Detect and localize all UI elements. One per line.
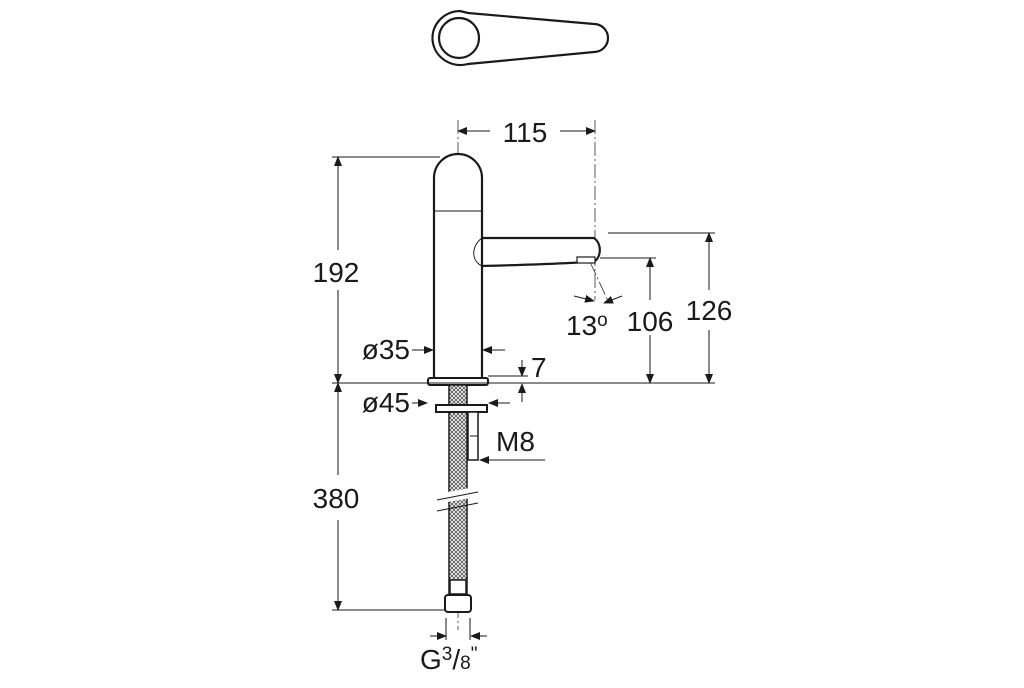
supply-hose: [435, 384, 488, 613]
dim-hose-connection: G3/8": [420, 644, 477, 675]
dim-outlet-height: 106: [627, 306, 674, 337]
dim-body-diameter: ø35: [362, 334, 410, 365]
dim-body-height: 192: [313, 257, 360, 288]
dim-spout-top-height: 126: [686, 295, 733, 326]
dim-outlet-angle: 13o: [566, 310, 608, 341]
dim-flange-diameter: ø45: [362, 387, 410, 418]
dim-hose-length: 380: [313, 483, 360, 514]
faucet-side-view: [427, 152, 601, 386]
dimension-lines: [334, 127, 713, 640]
dim-flange-thickness: 7: [531, 352, 547, 383]
outlet-angle-line: [589, 261, 610, 304]
top-view: [431, 9, 610, 67]
dim-stud-thread: M8: [496, 426, 535, 457]
dim-spout-reach: 115: [503, 117, 548, 148]
